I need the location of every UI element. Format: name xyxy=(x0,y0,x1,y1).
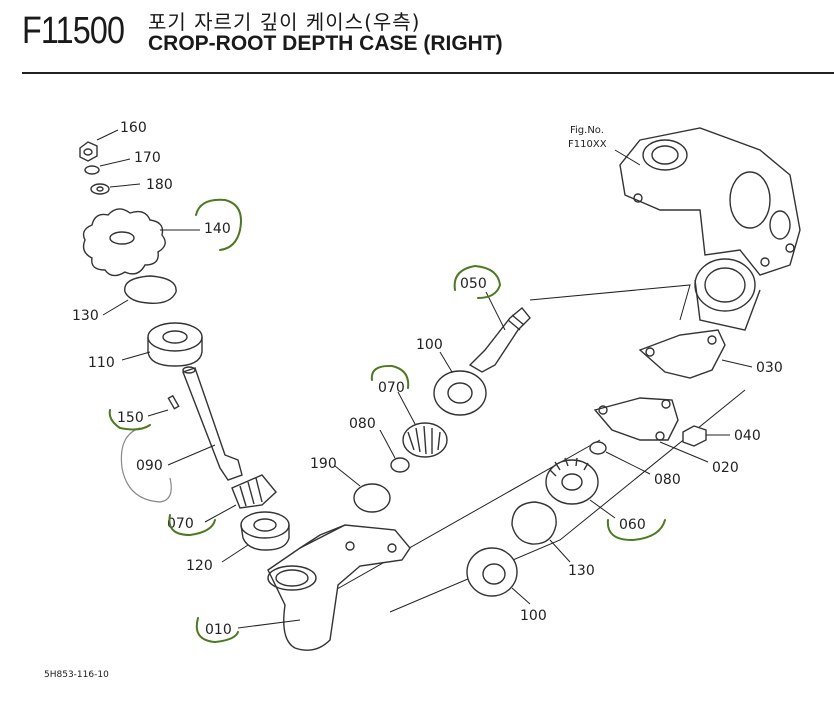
part-100-bearing-upper-drawing xyxy=(433,370,487,416)
gearbox-housing-drawing xyxy=(619,127,801,331)
assembly-axis-line xyxy=(299,439,601,611)
part-130-circlip-drawing xyxy=(124,275,177,304)
part-100-bearing-lower-drawing xyxy=(466,547,518,597)
part-120-bearing-drawing xyxy=(240,511,290,551)
label-010: 010 xyxy=(205,622,232,638)
fig-ref-leader xyxy=(614,149,641,166)
label-160: 160 xyxy=(120,120,147,136)
part-080-collar-left-drawing xyxy=(390,457,410,473)
label-070-center: 070 xyxy=(378,380,405,396)
label-110: 110 xyxy=(88,355,115,371)
label-150: 150 xyxy=(117,410,144,426)
part-030-gasket-drawing xyxy=(638,329,726,379)
handwritten-highlight-marks xyxy=(108,198,666,644)
part-090-shaft-drawing xyxy=(182,366,243,481)
label-100-upper: 100 xyxy=(416,337,443,353)
part-160-nut-drawing xyxy=(79,141,98,162)
part-group-code: F11500 xyxy=(22,10,125,52)
label-120: 120 xyxy=(186,558,213,574)
part-050-shaft-drawing xyxy=(468,307,531,373)
part-040-bolt-drawing xyxy=(682,425,707,447)
drawing-reference-code: 5H853-116-10 xyxy=(44,670,109,680)
label-090: 090 xyxy=(136,458,163,474)
part-070-bevel-gear-center-drawing xyxy=(402,422,448,458)
title-english: CROP-ROOT DEPTH CASE (RIGHT) xyxy=(148,32,503,55)
fig-ref-line1: Fig.No. xyxy=(570,125,604,136)
label-130-right: 130 xyxy=(568,563,595,579)
part-110-bearing-drawing xyxy=(147,322,203,367)
label-180: 180 xyxy=(146,177,173,193)
title-korean: 포기 자르기 깊이 케이스(우측) xyxy=(148,10,421,34)
part-190-seal-drawing xyxy=(353,483,391,513)
label-020: 020 xyxy=(712,460,739,476)
label-100-lower: 100 xyxy=(520,608,547,624)
part-140-knob-drawing xyxy=(82,208,166,277)
label-040: 040 xyxy=(734,428,761,444)
fig-ref-line2: F110XX xyxy=(568,139,607,150)
label-130-left: 130 xyxy=(72,308,99,324)
label-080-left: 080 xyxy=(349,416,376,432)
part-180-washer-drawing xyxy=(90,183,110,195)
label-030: 030 xyxy=(756,360,783,376)
part-070-bevel-gear-left-drawing xyxy=(231,474,277,509)
label-080-right: 080 xyxy=(654,472,681,488)
part-010-depth-case-drawing xyxy=(267,524,411,651)
part-170-washer-drawing xyxy=(84,165,100,175)
part-020-plate-drawing xyxy=(593,397,679,441)
assembly-line-upper xyxy=(529,284,691,321)
label-170: 170 xyxy=(134,150,161,166)
part-130-circlip-right-drawing xyxy=(511,501,557,545)
part-080-collar-right-drawing xyxy=(589,441,607,455)
label-050: 050 xyxy=(460,276,487,292)
part-150-pin-drawing xyxy=(167,394,180,410)
pencil-circle-090 xyxy=(120,427,172,503)
label-190: 190 xyxy=(310,456,337,472)
part-060-gear-drawing xyxy=(545,457,599,505)
label-060: 060 xyxy=(619,517,646,533)
header-divider xyxy=(22,72,834,74)
label-140: 140 xyxy=(204,221,231,237)
label-070-left: 070 xyxy=(167,516,194,532)
